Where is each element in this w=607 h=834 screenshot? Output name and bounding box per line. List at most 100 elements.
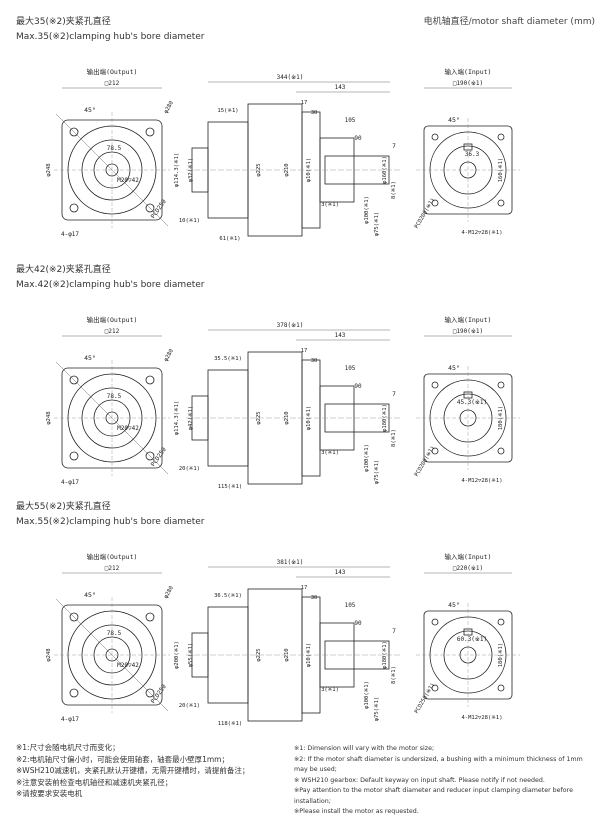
dim-a: 143 (335, 84, 346, 91)
input-pcd-label: PCD250(※1) (413, 682, 436, 715)
drawing-2: 输出端(Output)□21245°78.5M20▽42PCD2504-φ17φ… (46, 315, 520, 490)
note-en-1: ※1: Dimension will vary with the motor s… (294, 745, 435, 752)
dim-a: 143 (335, 569, 346, 576)
dim-b: 17 (301, 100, 308, 106)
dim-m: φ225 (256, 163, 262, 176)
section-title-cn: 最大35(※2)夹紧孔直径 (16, 17, 111, 27)
input-hd-label: 180(※1) (497, 406, 504, 430)
note-cn-3: ※WSH210减速机，夹紧孔默认开键槽，无需开键槽时，请提前备注； (16, 766, 250, 775)
bolt-label: 4-φ17 (61, 231, 79, 238)
drawing-1: 输出端(Output)□21245°78.5M20▽42PCD2504-φ17φ… (46, 67, 520, 242)
dim-g: 15(※1) (217, 107, 238, 114)
side-view: 381(※1)143173010590736.5(※1)118(※1)20(※1… (173, 559, 400, 727)
section-title-cn: 最大42(※2)夹紧孔直径 (16, 265, 111, 275)
square-dim: □212 (105, 565, 120, 572)
dim-q: φ75(※1) (373, 212, 380, 236)
d2-label: φ248 (46, 411, 52, 424)
input-pcd-label: PCD200(※1) (413, 197, 436, 230)
d1-label: φ280 (163, 348, 175, 362)
dim-k: φ114.3(※1) (173, 401, 180, 435)
dim-i: 10(※1) (179, 217, 200, 224)
bolt-hole (145, 203, 155, 213)
dim-p: φ100(※1) (363, 681, 370, 709)
notes-cn: ※1:尺寸会随电机尺寸而变化； ※2:电机轴尺寸偏小时，可能会使用轴套，轴套最小… (16, 742, 249, 800)
input-bolt-label: 4-M12▽28(※1) (461, 229, 502, 236)
dim-o: φ10(※1) (305, 643, 312, 667)
dim-s: φ180(※1) (381, 404, 388, 432)
input-bolt-hole (431, 381, 439, 389)
dim-h: 61(※1) (219, 235, 240, 242)
side-view: 344(※1)143173010590715(※1)61(※1)10(※1)3(… (173, 74, 400, 242)
side-view: 378(※1)143173010590735.5(※1)115(※1)20(※1… (173, 322, 400, 490)
dim-r: 8(※1) (390, 666, 397, 684)
total-length: 381(※1) (277, 559, 304, 566)
note-cn-1: ※1:尺寸会随电机尺寸而变化； (16, 743, 120, 752)
input-bolt-hole (431, 684, 439, 692)
bolt-hole (145, 451, 155, 461)
input-inner-dim: 45.3(※1) (457, 399, 487, 406)
input-label: 输入端(Input) (445, 67, 492, 76)
input-angle-label: 45° (448, 364, 460, 372)
d2-label: φ248 (46, 163, 52, 176)
dim-k: φ114.3(※1) (173, 153, 180, 187)
note-en-5: ※Please install the motor as requested. (294, 808, 419, 815)
input-label: 输入端(Input) (445, 315, 492, 324)
bolt-label: 4-φ17 (61, 479, 79, 486)
input-view: 输入端(Input)□190(※1)45°45.3(※1)PCD200(※1)4… (413, 315, 520, 484)
dim-j: 3(※1) (321, 686, 339, 693)
note-en-2: ※2: If the motor shaft diameter is under… (294, 755, 583, 774)
input-inner-dim: 60.3(※1) (457, 636, 487, 643)
dim-a: 143 (335, 332, 346, 339)
square-dim: □212 (105, 328, 120, 335)
d1-label: φ280 (163, 100, 175, 114)
inner-dim: 78.5 (107, 145, 122, 152)
note-en-4: ※Pay attention to the motor shaft diamet… (294, 787, 573, 805)
d1-label: φ280 (163, 585, 175, 599)
dim-b: 17 (301, 585, 308, 591)
angle-label: 45° (84, 354, 96, 362)
dim-f: 7 (392, 143, 396, 150)
d2-label: φ248 (46, 648, 52, 661)
dim-b: 17 (301, 348, 308, 354)
dim-g: 35.5(※1) (214, 355, 242, 362)
dim-s: φ160(※1) (381, 156, 388, 184)
input-angle-label: 45° (448, 116, 460, 124)
bore-label: M20▽42 (117, 177, 139, 184)
dim-o: φ10(※1) (305, 158, 312, 182)
dim-i: 20(※1) (179, 702, 200, 709)
dim-l: φ42(※1) (187, 406, 194, 430)
input-view: 输入端(Input)□190(※1)45°36.3PCD200(※1)4-M12… (413, 67, 520, 236)
dim-c: 30 (311, 358, 318, 364)
output-label: 输出端(Output) (87, 552, 138, 561)
output-label: 输出端(Output) (87, 67, 138, 76)
input-square-dim: □220(※1) (453, 565, 483, 572)
input-bolt-label: 4-M12▽28(※1) (461, 714, 502, 721)
input-bolt-hole (431, 199, 439, 207)
dim-f: 7 (392, 391, 396, 398)
bolt-hole (69, 451, 79, 461)
dim-d: 105 (345, 602, 356, 609)
output-view: 输出端(Output)□21245°78.5M20▽42PCD2504-φ17φ… (46, 552, 175, 723)
notes-en: ※1: Dimension will vary with the motor s… (294, 744, 594, 818)
input-label: 输入端(Input) (445, 552, 492, 561)
input-bolt-hole (497, 618, 505, 626)
dim-p: φ100(※1) (363, 444, 370, 472)
bolt-hole (145, 127, 155, 137)
dim-k: φ200(※1) (173, 641, 180, 669)
dim-e: 90 (354, 135, 362, 142)
dim-l: φ55(※1) (187, 643, 194, 667)
input-bolt-hole (497, 381, 505, 389)
bolt-hole (69, 612, 79, 622)
angle-label: 45° (84, 106, 96, 114)
dim-q: φ75(※1) (373, 460, 380, 484)
dim-j: 3(※1) (321, 449, 339, 456)
dim-f: 7 (392, 628, 396, 635)
output-view: 输出端(Output)□21245°78.5M20▽42PCD2504-φ17φ… (46, 315, 175, 486)
dim-h: 115(※1) (218, 483, 242, 490)
dim-s: φ180(※1) (381, 641, 388, 669)
bore-label: M20▽42 (117, 425, 139, 432)
dim-r: 8(※1) (390, 181, 397, 199)
note-cn-5: ※请按要求安装电机 (16, 789, 83, 798)
square-dim: □212 (105, 80, 120, 87)
bolt-label: 4-φ17 (61, 716, 79, 723)
